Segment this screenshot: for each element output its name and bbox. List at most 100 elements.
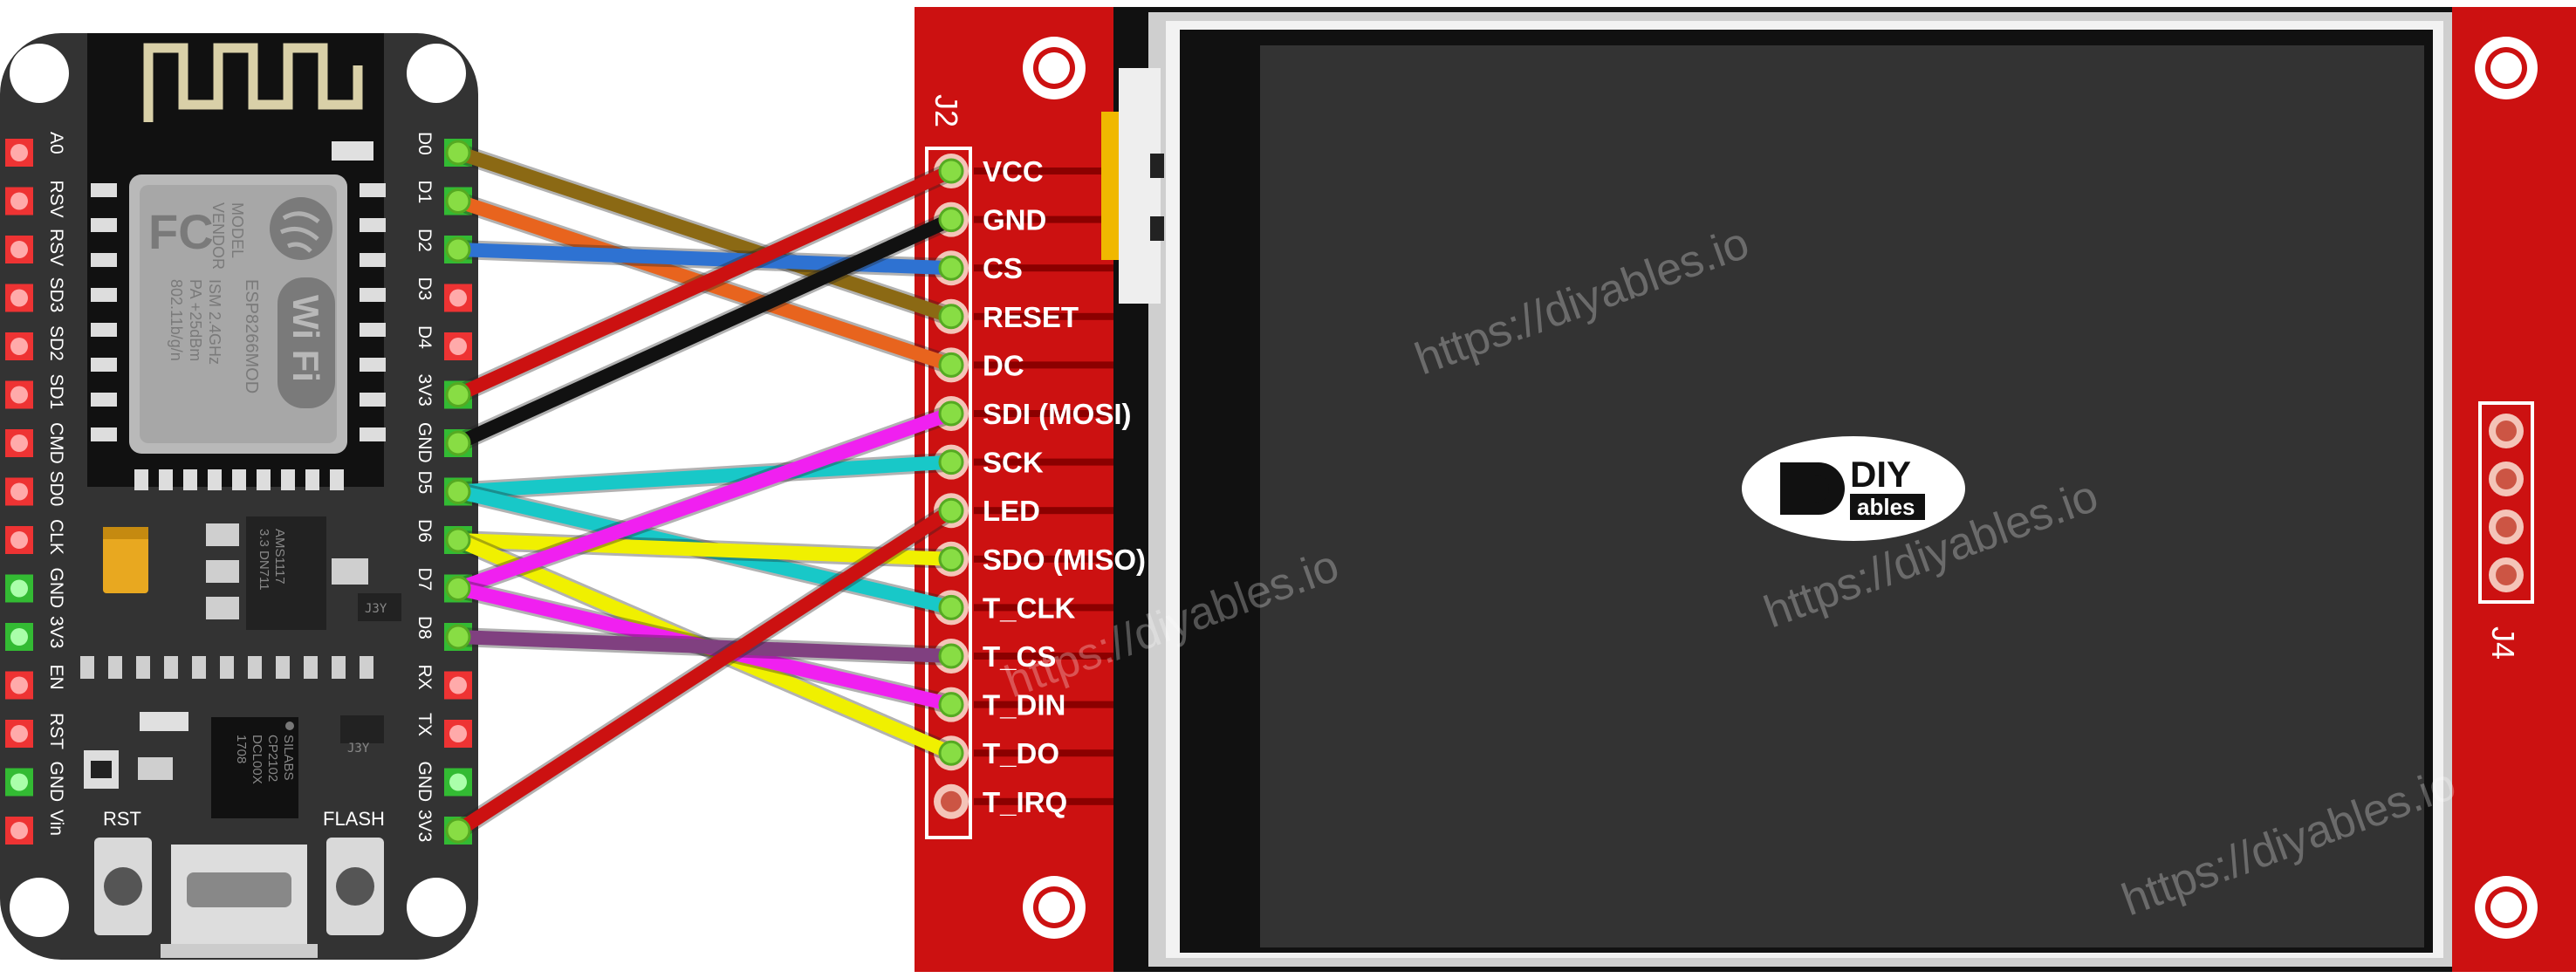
left-pin-label: RSV (46, 229, 66, 266)
module-pad (91, 323, 117, 337)
pin-trace (974, 555, 1113, 563)
smd-part (192, 656, 206, 679)
module-pad (360, 427, 386, 441)
module-line-wifi-std: 802.11b/g/n (168, 279, 185, 361)
left-pin-label: GND (46, 762, 66, 803)
tft-pin-label: T_CLK (983, 592, 1076, 624)
left-pin-label: RSV (46, 181, 66, 218)
smd-part (332, 656, 346, 679)
flash-button-cap (336, 867, 374, 906)
smd-resistor (206, 597, 239, 619)
tft-wire-end (938, 352, 964, 378)
tft-mount-hole-center (2490, 892, 2522, 923)
j4-header-outline (2478, 401, 2534, 604)
module-pad (360, 288, 386, 302)
smd-part (248, 656, 262, 679)
module-pad (360, 358, 386, 372)
wire (451, 212, 958, 450)
tft-mount-hole-center (1038, 52, 1070, 84)
header-pad-hole (10, 241, 28, 258)
smd-resistor (206, 523, 239, 546)
ams-line-2: 3.3 DN711 (257, 529, 271, 591)
j3y-label-1: J3Y (365, 602, 387, 616)
cp-line-2: CP2102 (265, 735, 280, 782)
j3y-label-2: J3Y (347, 742, 370, 756)
right-pin-label: GND (414, 762, 435, 803)
module-line-model: MODEL (229, 202, 246, 258)
tft-wire-end (938, 594, 964, 620)
header-pad-hole (10, 725, 28, 742)
module-pad (305, 469, 319, 490)
left-pin-label: RST (46, 713, 66, 749)
wires (449, 143, 961, 840)
board-wire-end (445, 479, 471, 504)
j4-pin-hole (2496, 468, 2517, 489)
right-pin-label: D4 (414, 325, 435, 349)
right-pin-label: D5 (414, 471, 435, 495)
module-pad (360, 323, 386, 337)
board-wire-end (445, 140, 471, 166)
smd-part (164, 656, 178, 679)
smd-diode-band (91, 761, 112, 778)
logo-ables-bg (1850, 494, 1925, 520)
tantalum-capacitor (103, 527, 148, 593)
usb-port (187, 872, 291, 907)
wire (451, 164, 958, 402)
module-pad (134, 469, 148, 490)
board-wire-end (445, 817, 471, 844)
left-pin-label: SD3 (46, 277, 66, 313)
rst-label: RST (103, 808, 141, 830)
logo-ables: ables (1857, 494, 1915, 520)
right-pin-label: D2 (414, 229, 435, 252)
header-pad-hole (10, 289, 28, 307)
header-pad-hole (10, 676, 28, 694)
left-pin-label: Vin (46, 810, 66, 836)
module-pad (360, 183, 386, 197)
fc-mark: FC (148, 204, 214, 259)
tft-pin-label: T_IRQ (983, 786, 1067, 818)
module-pad (360, 253, 386, 267)
board-wire-end (445, 527, 471, 553)
header-pad-hole (10, 482, 28, 501)
module-pad (232, 469, 246, 490)
module-line-ism: ISM 2.4GHz (206, 279, 223, 365)
left-pin-label: GND (46, 568, 66, 609)
pin-dots (445, 140, 964, 844)
tft-wire-end (938, 304, 964, 330)
pin-trace (974, 312, 1113, 320)
j4-pin-hole (2496, 564, 2517, 585)
tft-pin-hole (941, 790, 962, 812)
header-pad-hole (10, 144, 28, 161)
cp2102-chip (211, 717, 298, 818)
chip-pin1-dot (285, 722, 294, 730)
module-line-vendor: VENDOR (209, 202, 227, 270)
wifi-badge (277, 277, 335, 408)
header-pad-hole (449, 773, 467, 791)
pin-trace (974, 410, 1113, 417)
smd-part (304, 656, 318, 679)
j4-pin-hole (2496, 516, 2517, 537)
fpc-slot (1150, 154, 1164, 178)
tft-wire-end (938, 692, 964, 718)
fpc-connector (1119, 68, 1161, 304)
module-pad (257, 469, 271, 490)
sot23-transistor-2 (340, 715, 384, 743)
tft-pin-traces (974, 168, 1113, 805)
tft-wire-end (938, 255, 964, 281)
header-pad-hole (10, 192, 28, 210)
tft-wire-end (938, 497, 964, 523)
tft-wire-end (938, 207, 964, 233)
pin-trace (974, 749, 1113, 757)
wire (451, 146, 958, 324)
pin-trace (974, 701, 1113, 708)
wifi-logo-text: Wi Fi (285, 295, 326, 382)
smd-resistor (332, 558, 368, 585)
tft-pin-label: SDI (MOSI) (983, 398, 1132, 430)
mount-hole (10, 878, 69, 937)
right-pin-label: D0 (414, 132, 435, 155)
mount-hole (407, 44, 466, 103)
cp-line-4: 1708 (234, 735, 249, 763)
smd-row (80, 656, 373, 679)
